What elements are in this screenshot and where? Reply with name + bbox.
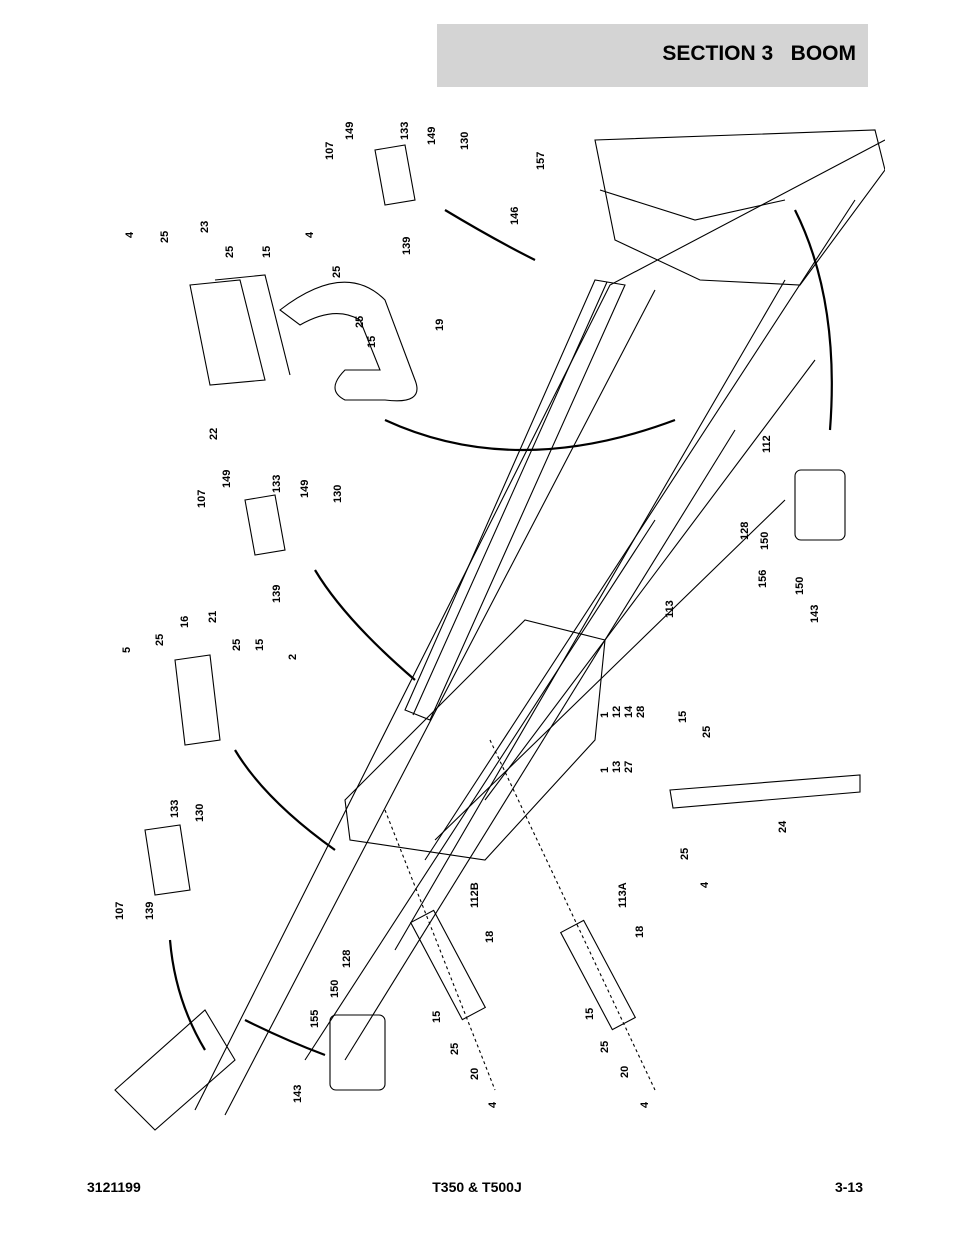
callout-label: 139 xyxy=(401,237,413,255)
callout-label: 25 xyxy=(331,266,343,278)
callout-label: 2 xyxy=(287,654,299,660)
callout-label: 112 xyxy=(761,435,773,453)
callout-label: 15 xyxy=(584,1008,596,1020)
callout-label: 139 xyxy=(271,585,283,603)
callout-label: 25 xyxy=(679,848,691,860)
callout-label: 4 xyxy=(639,1101,651,1108)
section-header: SECTION 3 BOOM xyxy=(437,24,868,87)
callout-label: 149 xyxy=(299,480,311,498)
callout-label: 130 xyxy=(459,132,471,150)
callout-label: 25 xyxy=(154,634,166,646)
callout-label: 25 xyxy=(354,316,366,328)
callout-label: 113A xyxy=(617,882,629,908)
callout-label: 107 xyxy=(114,902,126,920)
cable-carrier xyxy=(404,279,626,721)
callout-label: 107 xyxy=(324,142,336,160)
callout-label: 4 xyxy=(487,1101,499,1108)
cylinder-113a xyxy=(559,919,637,1031)
callout-label: 155 xyxy=(309,1010,321,1028)
callout-label: 20 xyxy=(619,1066,631,1078)
callout-label: 157 xyxy=(535,152,547,170)
callout-label: 149 xyxy=(221,470,233,488)
callout-label: 25 xyxy=(701,726,713,738)
callout-label: 15 xyxy=(254,639,266,651)
callout-label: 28 xyxy=(635,706,647,718)
callout-label: 146 xyxy=(509,207,521,225)
callout-label: 25 xyxy=(599,1041,611,1053)
callout-label: 15 xyxy=(431,1011,443,1023)
callout-label: 112B xyxy=(469,882,481,908)
pad-assembly-16 xyxy=(174,654,221,746)
cylinder-112b xyxy=(409,909,487,1021)
callout-label: 19 xyxy=(434,319,446,331)
callout-label: 133 xyxy=(399,122,411,140)
callout-label: 1 xyxy=(599,767,611,773)
callout-label: 130 xyxy=(332,485,344,503)
callout-label: 20 xyxy=(469,1068,481,1080)
callout-label: 113 xyxy=(664,600,676,618)
callout-label: 12 xyxy=(611,706,623,718)
callout-label: 15 xyxy=(677,711,689,723)
callout-label: 149 xyxy=(344,122,356,140)
boom-base xyxy=(344,619,606,861)
callout-label: 150 xyxy=(759,532,771,550)
callout-label: 107 xyxy=(196,490,208,508)
bracket-19 xyxy=(279,281,418,402)
callout-label: 13 xyxy=(611,761,623,773)
callout-label: 133 xyxy=(169,800,181,818)
document-number: 3121199 xyxy=(87,1179,141,1195)
callout-label: 14 xyxy=(623,705,635,718)
boom-outline xyxy=(194,139,885,1111)
callout-label: 23 xyxy=(199,221,211,233)
callout-label: 143 xyxy=(292,1085,304,1103)
bracket-133-top xyxy=(374,144,416,206)
boom-illustration: 107 149 133 149 130 157 146 139 4 25 23 … xyxy=(114,122,885,1131)
callout-label: 4 xyxy=(124,231,136,238)
callout-label: 25 xyxy=(159,231,171,243)
callout-label: 21 xyxy=(207,611,219,623)
boom-exploded-diagram: 107 149 133 149 130 157 146 139 4 25 23 … xyxy=(95,100,885,1160)
switch-assembly-156 xyxy=(794,469,846,541)
callout-label: 22 xyxy=(208,428,220,440)
callout-label: 5 xyxy=(121,647,133,653)
callout-label: 150 xyxy=(329,980,341,998)
pad-assembly-23 xyxy=(189,274,291,386)
callout-labels: 107 149 133 149 130 157 146 139 4 25 23 … xyxy=(114,122,821,1108)
callout-label: 15 xyxy=(366,336,378,348)
callout-label: 27 xyxy=(623,761,635,773)
callout-label: 18 xyxy=(634,926,646,938)
bracket-133-low xyxy=(144,824,191,896)
strap-24 xyxy=(669,774,861,809)
callout-label: 130 xyxy=(194,804,206,822)
callout-label: 128 xyxy=(341,950,353,968)
callout-label: 150 xyxy=(794,577,806,595)
callout-label: 143 xyxy=(809,605,821,623)
model-name: T350 & T500J xyxy=(432,1179,522,1195)
bracket-133-mid xyxy=(244,494,286,556)
callout-label: 16 xyxy=(179,616,191,628)
callout-label: 25 xyxy=(449,1043,461,1055)
callout-label: 149 xyxy=(426,127,438,145)
section-title: SECTION 3 BOOM xyxy=(662,42,856,65)
callout-label: 133 xyxy=(271,475,283,493)
callout-label: 128 xyxy=(739,522,751,540)
page-number: 3-13 xyxy=(834,1179,863,1195)
callout-label: 156 xyxy=(757,570,769,588)
boom-head xyxy=(594,129,885,286)
callout-label: 25 xyxy=(231,639,243,651)
callout-label: 4 xyxy=(699,881,711,888)
callout-label: 18 xyxy=(484,931,496,943)
callout-label: 1 xyxy=(599,712,611,718)
callout-label: 4 xyxy=(304,231,316,238)
callout-label: 25 xyxy=(224,246,236,258)
callout-label: 24 xyxy=(777,820,789,833)
callout-label: 15 xyxy=(261,246,273,258)
switch-assembly-155 xyxy=(329,1014,386,1091)
callout-label: 139 xyxy=(144,902,156,920)
